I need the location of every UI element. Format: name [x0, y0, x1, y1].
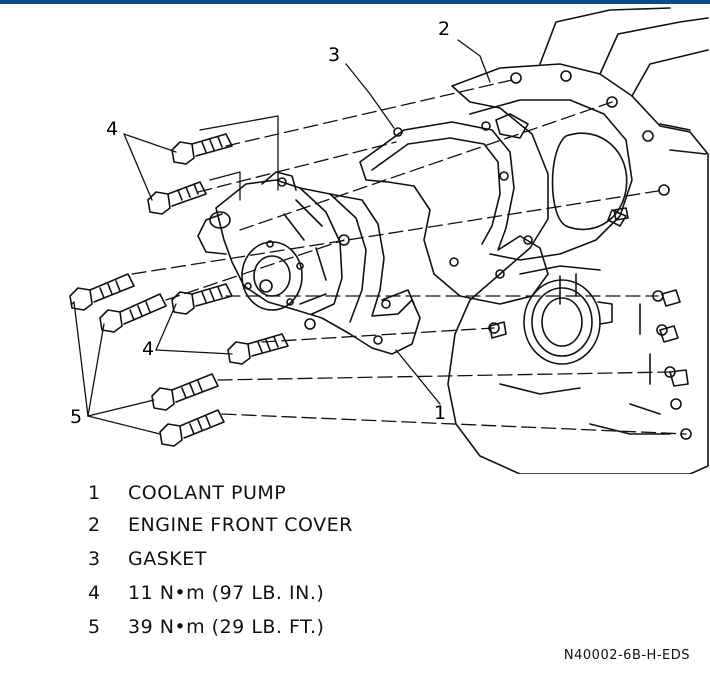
legend-number: 1 [88, 482, 101, 504]
exploded-assembly-drawing [69, 7, 709, 474]
bolt-4-lower-2 [227, 333, 289, 365]
callout-4-lower: 4 [142, 338, 155, 360]
bolt-4-upper-2 [147, 181, 207, 215]
bolt-centerlines [131, 79, 687, 435]
gasket [359, 121, 549, 305]
legend-label: ENGINE FRONT COVER [128, 514, 353, 536]
callout-2: 2 [438, 18, 451, 40]
legend-label: 11 N•m (97 LB. IN.) [128, 582, 325, 604]
coolant-pump [197, 171, 421, 355]
legend-number: 4 [88, 582, 101, 604]
cover-studs [489, 207, 689, 387]
bolt-5-a [69, 273, 135, 311]
window-top-bar [0, 0, 710, 4]
callout-4-upper: 4 [106, 118, 119, 140]
legend-label: COOLANT PUMP [128, 482, 287, 504]
callout-1: 1 [434, 402, 447, 424]
legend-number: 3 [88, 548, 101, 570]
legend-label: 39 N•m (29 LB. FT.) [128, 616, 325, 638]
legend-label: GASKET [128, 548, 207, 570]
callout-3: 3 [328, 44, 341, 66]
bolt-4-lower-1 [171, 283, 233, 315]
bolt-5-d [159, 409, 225, 447]
engine-front-cover [447, 7, 709, 474]
leader-lines [71, 39, 491, 435]
legend-number: 2 [88, 514, 101, 536]
callout-5: 5 [70, 406, 83, 428]
figure-code: N40002-6B-H-EDS [563, 648, 690, 663]
legend-number: 5 [88, 616, 101, 638]
bolt-5-b [99, 293, 167, 333]
bolt-4-upper-1 [171, 133, 233, 165]
bolts [69, 133, 689, 447]
bolt-5-c [151, 373, 219, 411]
